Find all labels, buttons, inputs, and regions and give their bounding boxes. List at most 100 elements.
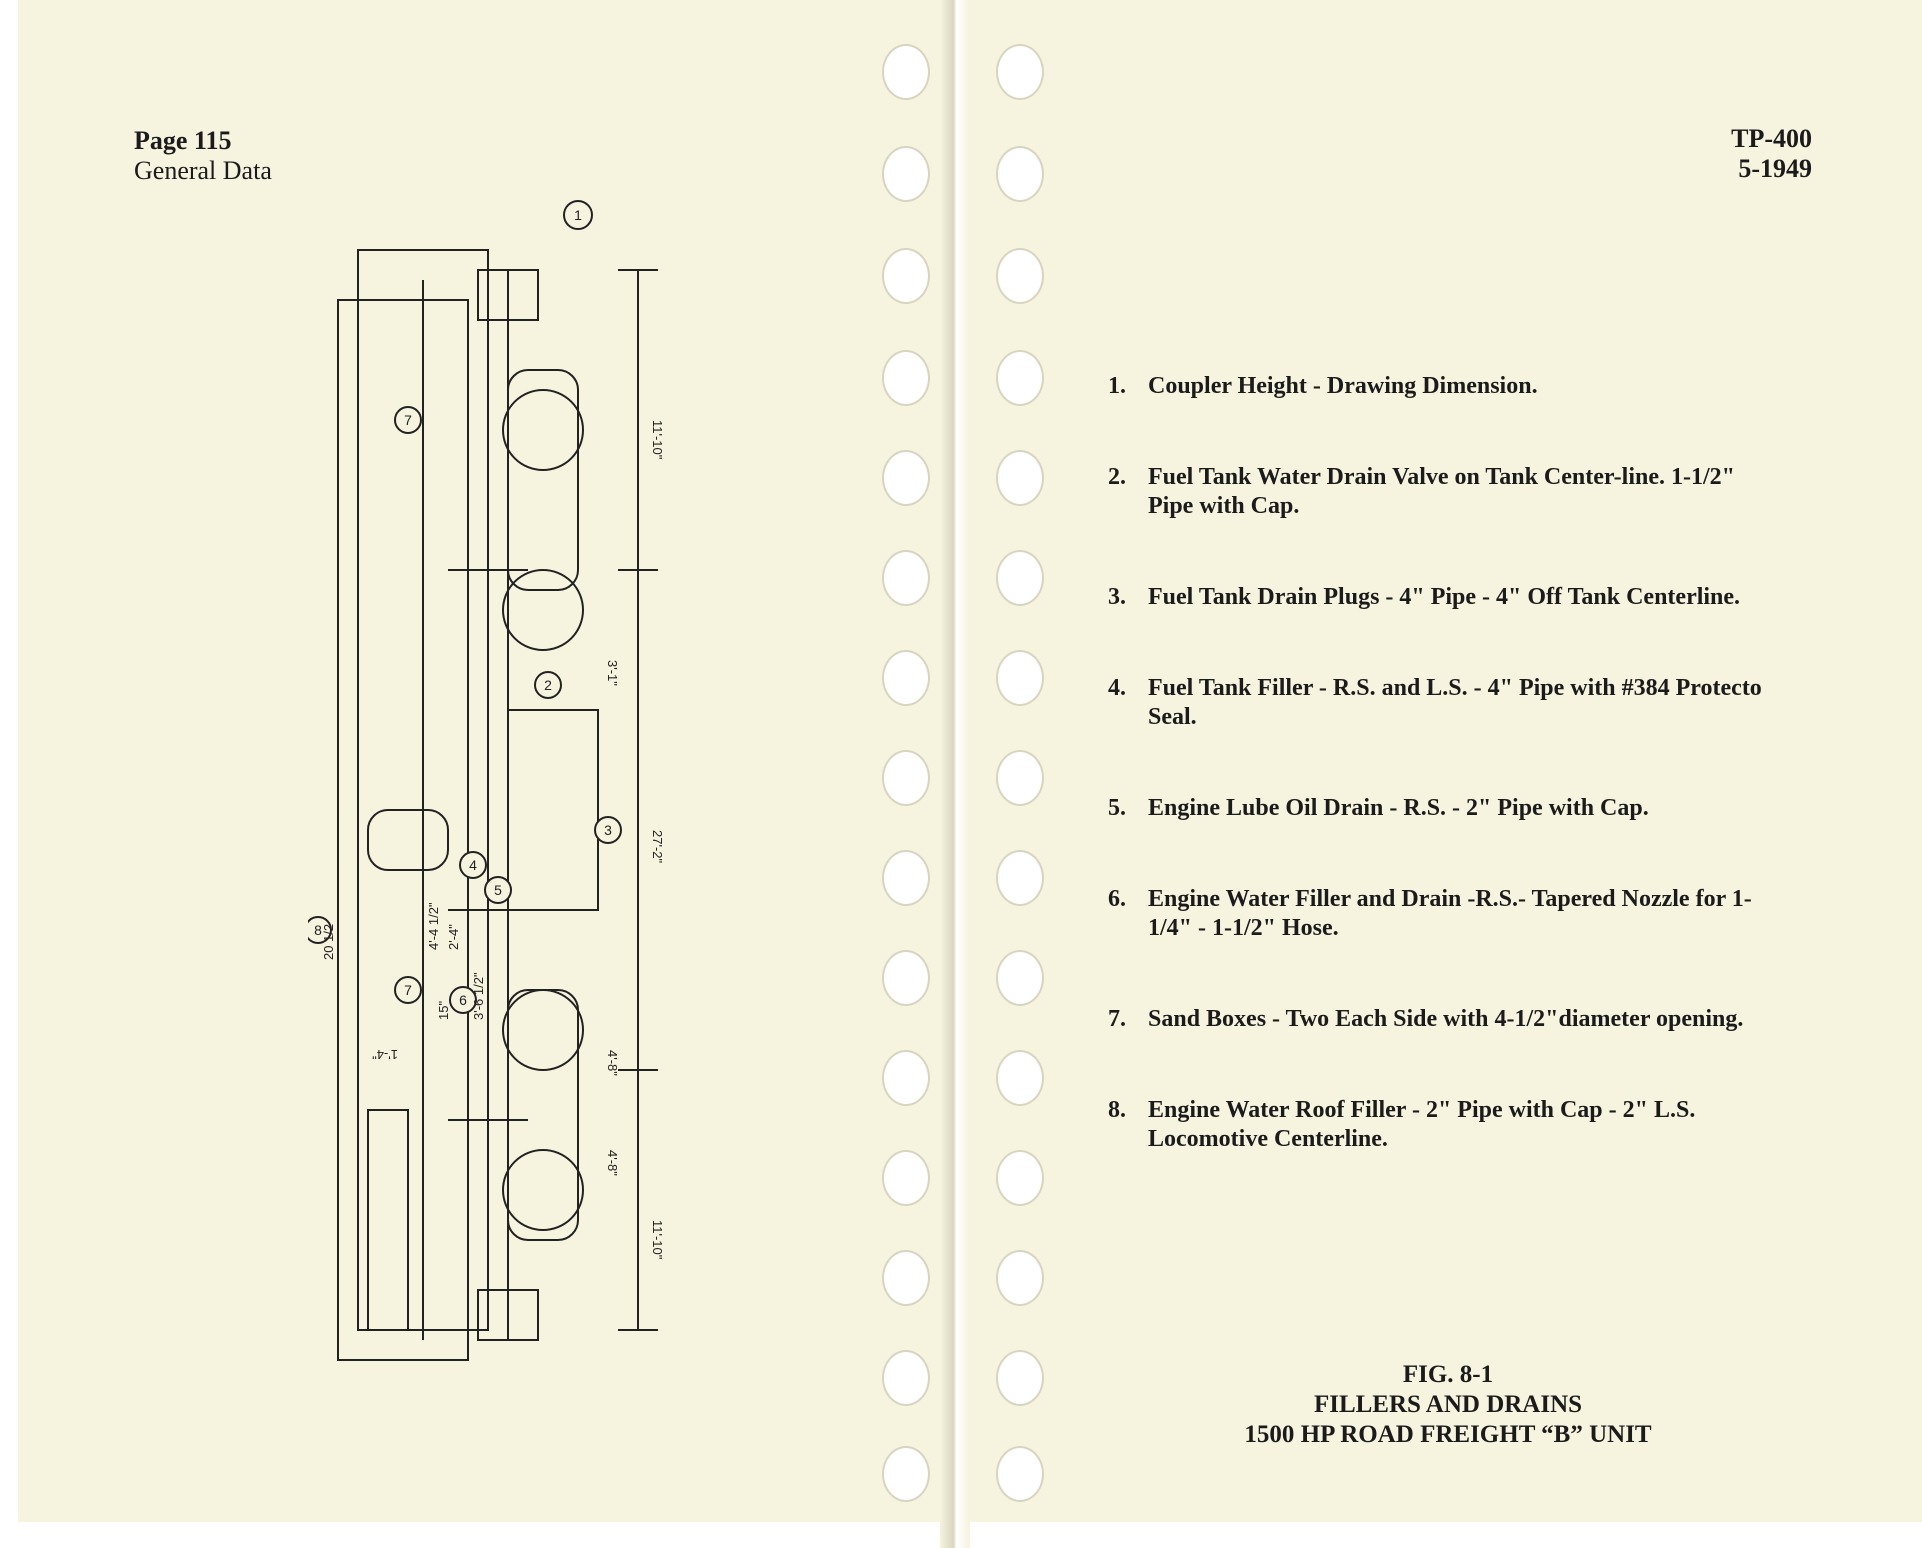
note-item: 8. Engine Water Roof Filler - 2" Pipe wit… — [1108, 1096, 1782, 1154]
binder-hole — [996, 1050, 1044, 1106]
binder-hole — [996, 146, 1044, 202]
document-date: 5-1949 — [1738, 154, 1812, 183]
binder-hole — [996, 750, 1044, 806]
note-item: 3. Fuel Tank Drain Plugs - 4" Pipe - 4" O… — [1108, 583, 1782, 612]
notes-list: 1. Coupler Height - Drawing Dimension. 2.… — [1108, 372, 1782, 1154]
figure-title: FILLERS AND DRAINS — [1313, 1391, 1583, 1418]
dimension-5: 4'-8" — [605, 1150, 620, 1176]
note-number: 2. — [1108, 464, 1126, 490]
note-item: 6. Engine Water Filler and Drain -R.S.- T… — [1108, 885, 1782, 943]
binder-hole — [882, 44, 930, 100]
dimension-11: 4'-4 1/2" — [426, 902, 441, 950]
binder-hole — [996, 350, 1044, 406]
binder-hole — [996, 850, 1044, 906]
binder-hole — [996, 1350, 1044, 1406]
note-item: 7. Sand Boxes - Two Each Side with 4-1/2"… — [1108, 1005, 1782, 1034]
figure-subtitle: 1500 HP ROAD FREIGHT “B” UNIT — [1244, 1421, 1652, 1448]
note-number: 5. — [1108, 795, 1126, 821]
binder-hole — [882, 1446, 930, 1502]
callout-label-5: 5 — [494, 882, 502, 898]
callout-label-6: 6 — [459, 992, 467, 1008]
binder-hole — [882, 248, 930, 304]
radiator-grille — [367, 1109, 409, 1331]
note-text: Engine Lube Oil Drain - R.S. - 2" Pipe w… — [1148, 795, 1649, 821]
binder-hole — [996, 450, 1044, 506]
dimension-6: 11'-10" — [650, 1220, 665, 1260]
callout-label-7-lower: 7 — [404, 982, 412, 998]
binder-hole — [882, 650, 930, 706]
note-number: 4. — [1108, 675, 1126, 701]
note-text: Engine Water Filler and Drain -R.S.- Tap… — [1148, 886, 1752, 941]
note-number: 7. — [1108, 1006, 1126, 1032]
note-text: Fuel Tank Drain Plugs - 4" Pipe - 4" Off… — [1148, 584, 1741, 610]
page-number-label: Page 115 — [134, 126, 232, 155]
binder-hole — [882, 850, 930, 906]
note-text: Sand Boxes - Two Each Side with 4-1/2"di… — [1148, 1006, 1744, 1032]
section-label: General Data — [134, 156, 272, 185]
binder-hole — [996, 950, 1044, 1006]
binder-hole — [996, 1446, 1044, 1502]
dimension-7: 20 1/2 — [321, 924, 336, 960]
binder-hole — [882, 550, 930, 606]
callout-7-lower — [394, 976, 422, 1004]
binder-hole — [996, 1250, 1044, 1306]
dimension-10: 2'-4" — [446, 924, 461, 950]
callout-label-3: 3 — [604, 822, 612, 838]
callout-5 — [484, 876, 512, 904]
dimension-1: 11'-10" — [650, 420, 665, 460]
binder-hole — [882, 450, 930, 506]
callout-label-8: 8 — [314, 922, 322, 938]
note-text: Fuel Tank Filler - R.S. and L.S. - 4" Pi… — [1148, 675, 1762, 730]
note-item: 2. Fuel Tank Water Drain Valve on Tank Ce… — [1108, 463, 1782, 521]
left-page: Page 115 General Data — [18, 0, 954, 1522]
note-number: 1. — [1108, 373, 1126, 399]
callout-2 — [534, 671, 562, 699]
binder-hole — [996, 650, 1044, 706]
dimension-8: 15" — [436, 1001, 451, 1020]
callout-label-7-upper: 7 — [404, 412, 412, 428]
fuel-filler — [367, 809, 449, 871]
note-number: 3. — [1108, 584, 1126, 610]
callout-4 — [459, 851, 487, 879]
callout-6 — [449, 986, 477, 1014]
note-number: 8. — [1108, 1097, 1126, 1123]
binder-hole — [882, 1150, 930, 1206]
carbody-outline — [337, 299, 469, 1361]
binder-hole — [996, 248, 1044, 304]
callout-3 — [594, 816, 622, 844]
note-item: 4. Fuel Tank Filler - R.S. and L.S. - 4" … — [1108, 674, 1782, 732]
binder-hole — [996, 550, 1044, 606]
locomotive-diagram: 1 2 3 4 5 6 7 7 8 11'-10" 3'-1" 27'-2" 4… — [308, 200, 665, 1361]
dimension-9: 3'-6 1/2" — [471, 972, 486, 1020]
binding-gutter — [940, 0, 970, 1548]
dimension-2: 3'-1" — [605, 660, 620, 686]
binder-hole — [882, 950, 930, 1006]
binder-hole — [882, 1250, 930, 1306]
note-text: Fuel Tank Water Drain Valve on Tank Cent… — [1148, 464, 1735, 519]
callout-8 — [308, 916, 332, 944]
callout-label-4: 4 — [469, 857, 477, 873]
right-page: TP-400 5-1949 — [968, 0, 1922, 1522]
binder-hole — [882, 750, 930, 806]
note-text: Engine Water Roof Filler - 2" Pipe with … — [1148, 1097, 1696, 1152]
callout-label-1: 1 — [574, 207, 582, 223]
rear-truck — [507, 989, 579, 1241]
note-text: Coupler Height - Drawing Dimension. — [1148, 373, 1538, 399]
note-number: 6. — [1108, 886, 1126, 912]
dimension-4: 4'-8" — [605, 1050, 620, 1076]
note-item: 1. Coupler Height - Drawing Dimension. — [1108, 372, 1782, 401]
callout-1 — [563, 200, 593, 230]
note-item: 5. Engine Lube Oil Drain - R.S. - 2" Pipe… — [1108, 794, 1782, 823]
binder-hole — [882, 146, 930, 202]
callout-7-upper — [394, 406, 422, 434]
front-coupler — [477, 269, 539, 321]
dimension-12: 1'-4" — [372, 1047, 398, 1062]
fuel-tank — [507, 709, 599, 911]
binder-hole — [882, 1050, 930, 1106]
binder-hole — [882, 350, 930, 406]
binder-hole — [882, 1350, 930, 1406]
callout-label-2: 2 — [544, 677, 552, 693]
figure-caption: FIG. 8-1 FILLERS AND DRAINS 1500 HP ROAD… — [1168, 1360, 1728, 1450]
binder-hole — [996, 44, 1044, 100]
figure-number: FIG. 8-1 — [1402, 1361, 1494, 1388]
